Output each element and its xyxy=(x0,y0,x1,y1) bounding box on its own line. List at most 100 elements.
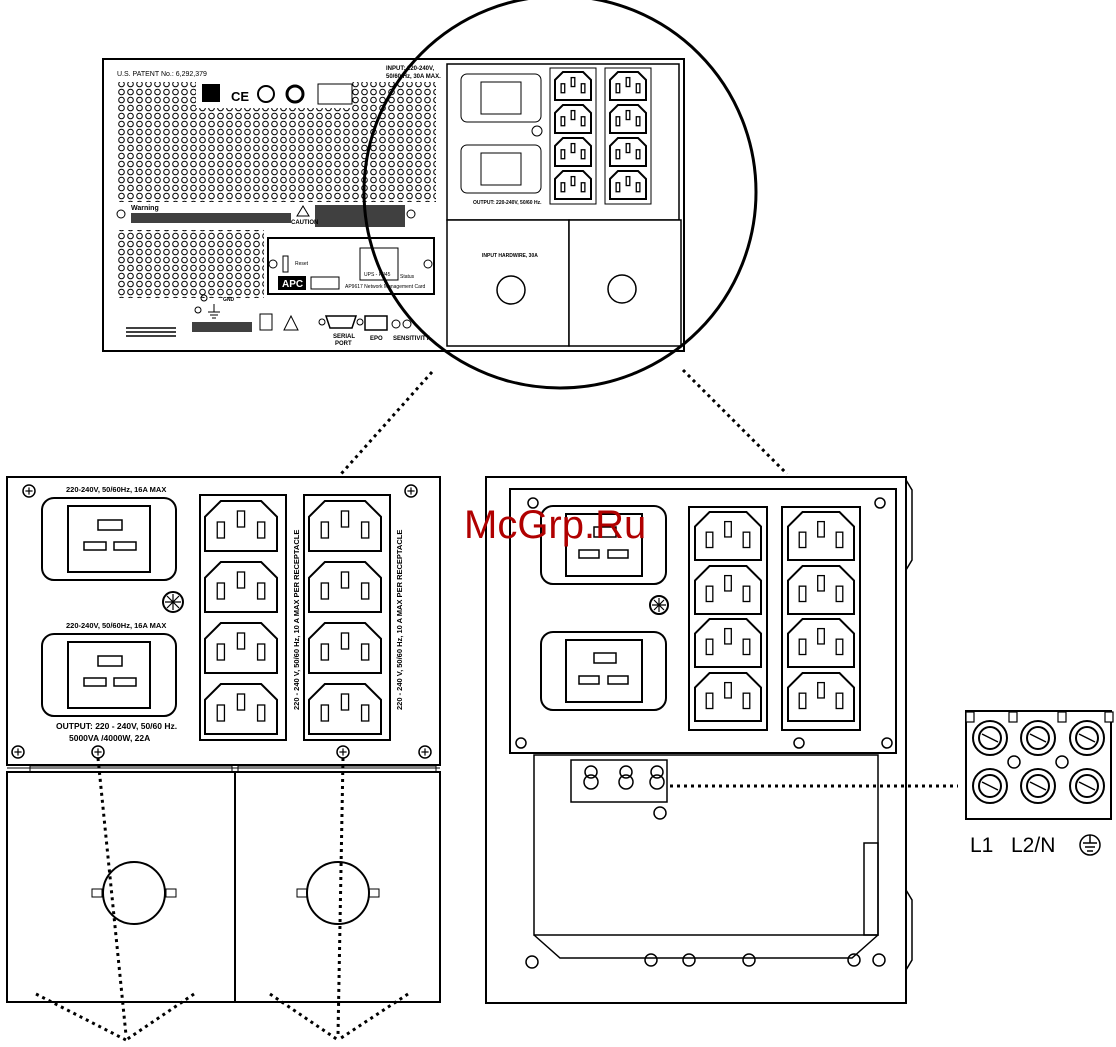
c19-bottom-rating: 220-240V, 50/60Hz, 16A MAX xyxy=(66,621,166,630)
vent-grille-bottom xyxy=(116,230,264,298)
mounting-hole xyxy=(682,953,696,967)
ul-mark-icon xyxy=(202,84,220,102)
c19-outlet-open-bottom[interactable] xyxy=(540,631,667,711)
epo-port[interactable] xyxy=(364,315,388,331)
screw-icon xyxy=(418,745,432,759)
sensitivity-button[interactable] xyxy=(391,319,401,329)
apc-logo xyxy=(278,276,306,290)
warning-title: Warning xyxy=(131,205,159,212)
screw-icon xyxy=(404,484,418,498)
terminal-block-mini[interactable] xyxy=(570,759,668,820)
gost-mark-icon xyxy=(257,85,275,103)
sensitivity-label: SENSITIVITY xyxy=(393,336,430,342)
c13-outlet-bank1-3[interactable] xyxy=(204,622,278,674)
c13-outlet-mini-bank2-4[interactable] xyxy=(609,170,647,200)
mounting-hole xyxy=(872,953,886,967)
c13-outlet-open-bank2-2[interactable] xyxy=(787,565,855,615)
terminal-screw-1-2[interactable] xyxy=(972,768,1008,804)
terminal-screw-2-1[interactable] xyxy=(1020,720,1056,756)
screw-icon xyxy=(11,745,25,759)
status-label: Status xyxy=(400,274,415,280)
mounting-hole xyxy=(644,953,658,967)
leader-line-left xyxy=(339,371,434,475)
certification-marks: CE xyxy=(202,83,353,105)
c13-outlet-bank2-3[interactable] xyxy=(308,622,382,674)
c13-outlet-bank1-4[interactable] xyxy=(204,683,278,735)
c13-outlet-open-bank1-4[interactable] xyxy=(694,672,762,722)
terminal-block[interactable]: L1 L2/N xyxy=(965,710,1114,857)
c13-outlet-bank2-4[interactable] xyxy=(308,683,382,735)
approval-mark-icon xyxy=(317,83,353,105)
output-rating-line-2: 5000VA /4000W, 22A xyxy=(69,733,150,743)
c13-outlet-mini-bank1-2[interactable] xyxy=(554,104,592,134)
output-panel-detail: 220-240V, 50/60Hz, 16A MAX 220-240V, 50/… xyxy=(6,476,441,1042)
c13-outlet-bank2-1[interactable] xyxy=(308,500,382,552)
protective-earth-icon xyxy=(1079,834,1101,856)
ce-mark-icon: CE xyxy=(231,89,249,104)
mounting-hole xyxy=(874,497,886,509)
input-rating-line-2: 50/60 Hz, 30A MAX. xyxy=(386,74,441,80)
c13-outlet-open-bank1-3[interactable] xyxy=(694,618,762,668)
c13-outlet-open-bank1-2[interactable] xyxy=(694,565,762,615)
c13-outlet-mini-bank1-1[interactable] xyxy=(554,71,592,101)
c13-outlet-open-bank2-1[interactable] xyxy=(787,511,855,561)
caution-label: CAUTION xyxy=(291,220,318,226)
cover-plate-right[interactable] xyxy=(234,771,441,1003)
c13-outlet-open-bank1-1[interactable] xyxy=(694,511,762,561)
instruction-text xyxy=(192,322,252,332)
terminal-screw-1-1[interactable] xyxy=(972,720,1008,756)
reset-label: Reset xyxy=(295,261,309,267)
c13-bank-2 xyxy=(303,494,391,741)
c13-outlet-open-bank2-4[interactable] xyxy=(787,672,855,722)
c13-bank-1 xyxy=(199,494,287,741)
mounting-hole xyxy=(525,955,539,969)
terminal-screw-2-2[interactable] xyxy=(1020,768,1056,804)
caution-text xyxy=(315,205,405,227)
terminal-screw-3-1[interactable] xyxy=(1069,720,1105,756)
c13-outlet-mini-bank2-3[interactable] xyxy=(609,137,647,167)
c13-outlet-mini-bank2-2[interactable] xyxy=(609,104,647,134)
serial-port[interactable] xyxy=(318,315,364,329)
input-rating-line-1: INPUT: 220-240V, xyxy=(386,66,434,72)
rear-panel: U.S. PATENT No.: 6,292,379 INPUT: 220-24… xyxy=(102,0,758,390)
vent-grille-left xyxy=(116,82,196,202)
c13-bank-open-2 xyxy=(781,506,861,731)
circuit-breaker-open-icon[interactable] xyxy=(649,595,669,615)
ground-terminal: GND xyxy=(194,294,235,319)
mounting-hole xyxy=(742,953,756,967)
c13-outlet-mini-bank1-4[interactable] xyxy=(554,170,592,200)
c13-outlet-bank1-2[interactable] xyxy=(204,561,278,613)
c19-outlet-bottom[interactable] xyxy=(41,633,177,717)
terminal-label-l2n: L2/N xyxy=(1011,834,1055,857)
bank-2-rating: 220 - 240 V, 50/60 Hz, 10 A MAX PER RECE… xyxy=(395,530,404,710)
terminal-screw-3-2[interactable] xyxy=(1069,768,1105,804)
mounting-hole xyxy=(515,737,527,749)
smart-slot-icon xyxy=(310,276,340,290)
patent-label: U.S. PATENT No.: 6,292,379 xyxy=(117,71,207,78)
knockout-right xyxy=(296,861,380,925)
tick-mark-icon xyxy=(285,84,305,104)
caution-triangle-icon xyxy=(296,205,310,217)
weee-bin-icon xyxy=(259,313,273,331)
c13-outlet-open-bank2-3[interactable] xyxy=(787,618,855,668)
c19-top-rating: 220-240V, 50/60Hz, 16A MAX xyxy=(66,485,166,494)
apc-logo-text: APC xyxy=(282,279,303,290)
cover-plate-left[interactable] xyxy=(6,771,236,1003)
c13-outlet-mini-bank1-3[interactable] xyxy=(554,137,592,167)
terminal-label-l1: L1 xyxy=(970,834,993,857)
module-model-line-2: AP9617 Network Management Card xyxy=(345,284,426,290)
network-management-card: Reset UPS - RJ45 AP9617 Network Manageme… xyxy=(267,237,435,295)
bank-1-rating: 220 - 240 V, 50/60 Hz, 10 A MAX PER RECE… xyxy=(292,530,301,710)
gnd-label: GND xyxy=(223,297,235,303)
hardwire-label: INPUT HARDWIRE, 30A xyxy=(482,253,538,259)
warning-text xyxy=(131,213,291,223)
c13-outlet-bank1-1[interactable] xyxy=(204,500,278,552)
c19-outlet-top[interactable] xyxy=(41,497,177,581)
c19-outlet-open-top[interactable] xyxy=(540,505,667,585)
circuit-breaker-icon[interactable] xyxy=(162,591,184,613)
screw-icon xyxy=(22,484,36,498)
c13-outlet-bank2-2[interactable] xyxy=(308,561,382,613)
output-section-mini: OUTPUT: 220-240V, 50/60 Hz. INPUT HARDWI… xyxy=(446,63,682,347)
mounting-hole xyxy=(847,953,861,967)
c13-outlet-mini-bank2-1[interactable] xyxy=(609,71,647,101)
